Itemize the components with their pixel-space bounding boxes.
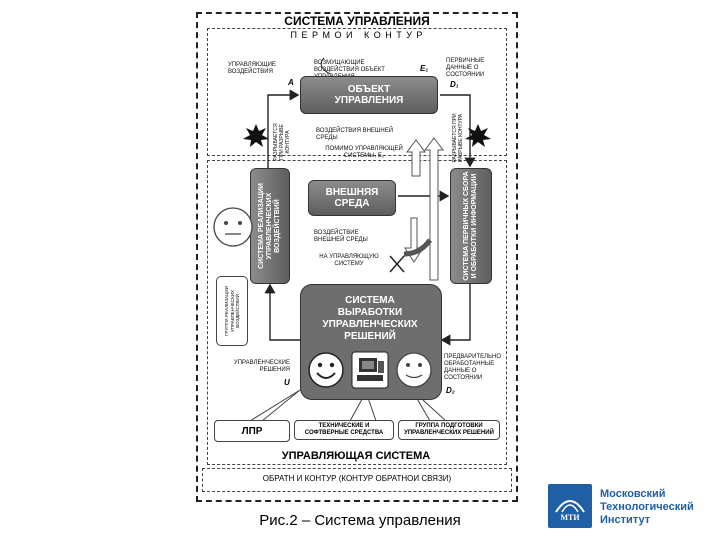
happy-smiley-icon <box>308 352 344 388</box>
arrow-env-up-2 <box>424 137 444 281</box>
break-burst-right <box>465 124 491 147</box>
symbol-e1: E₁ <box>420 64 429 73</box>
break-burst-left <box>243 124 269 147</box>
label-primary-data: ПЕРВИЧНЫЕ ДАННЫЕ О СОСТОЯНИИ <box>446 58 485 78</box>
system-title: СИСТЕМА УПРАВЛЕНИЯ <box>284 14 430 28</box>
arrow-object-to-collection <box>440 94 476 168</box>
controlling-frame <box>207 160 507 465</box>
feedback-frame <box>202 468 512 492</box>
label-broken-left-wrap: РАЗРЫВАЕТСЯ ПРИ РАЗРЫВЕ КОНТУРА <box>272 118 292 166</box>
label-mgmt-decisions: УПРАВЛЕНЧЕСКИЕ РЕШЕНИЯ <box>233 360 290 373</box>
logo-line1: Московский <box>600 488 666 500</box>
object-of-control-box: ОБЪЕКТ УПРАВЛЕНИЯ <box>300 76 438 114</box>
label-env-effects: ВОЗДЕЙСТВИЯ ВНЕШНЕЙ СРЕДЫ <box>316 128 394 141</box>
feedback-loop-title: ОБРАТН И КОНТУР (КОНТУР ОБРАТНОИ СВЯЗИ) <box>262 474 452 483</box>
label-env-impact: ВОЗДЕЙСТВИЕ ВНЕШНЕЙ СРЕДЫ <box>314 230 368 243</box>
arrow-decision-to-realization <box>264 283 300 341</box>
realization-system-box: СИСТЕМА РЕАЛИЗАЦИИ УПРАВЛЕНЧЕСКИХ ВОЗДЕЙ… <box>250 168 290 284</box>
symbol-d2: D₂ <box>446 386 455 395</box>
group-label-text: ГРУППА РЕАЛИЗАЦИИ УПРАВЛЕНЧЕСКИХ ВОЗДЕЙС… <box>223 286 240 336</box>
institute-logo: МТИ Московский Технологический Институт <box>548 484 716 532</box>
arrow-collection-to-decision <box>440 283 471 346</box>
figure-caption: Рис.2 – Система управления <box>259 512 461 529</box>
decision-system-label: СИСТЕМА ВЫРАБОТКИ УПРАВЛЕНЧЕСКИХ РЕШЕНИЙ <box>322 295 418 342</box>
logo-line2: Технологический <box>600 501 694 513</box>
arrow-env-curve <box>403 238 433 257</box>
label-broken-right-wrap: РАЗРЫВАЕТСЯ ПРИ РАЗРЫВЕ КОНТУРА <box>448 112 468 164</box>
label-broken-right: РАЗРЫВАЕТСЯ ПРИ РАЗРЫВЕ КОНТУРА <box>452 113 464 163</box>
logo-mark: МТИ <box>548 484 592 528</box>
label-preprocessed-data: ПРЕДВАРИТЕЛЬНО ОБРАБОТАННЫЕ ДАННЫЕ О СОС… <box>444 354 502 381</box>
logo-mark-text: МТИ <box>560 513 580 522</box>
label-control-actions: УПРАВЛЯЮЩИЕ ВОЗДЕЙСТВИЯ <box>228 62 276 75</box>
cross-mark-b <box>389 255 405 273</box>
symbol-u: U <box>284 378 290 387</box>
outer-frame <box>196 12 518 502</box>
tech-software-tag: ТЕХНИЧЕСКИЕ И СОФТВЕРНЫЕ СРЕДСТВА <box>294 420 394 440</box>
disturbance-curl <box>320 57 331 75</box>
controlling-system-title: УПРАВЛЯЮЩАЯ СИСТЕМА <box>281 450 431 462</box>
label-on-controlling: НА УПРАВЛЯЮЩУЮ СИСТЕМУ <box>319 254 379 267</box>
arrow-control-to-object <box>267 89 300 168</box>
callout-lpr <box>248 389 301 422</box>
lpr-tag: ЛПР <box>214 420 290 442</box>
smiley-face-icon <box>213 207 253 247</box>
arrow-env-up-1 <box>406 139 426 177</box>
direct-loop-title: П Е Р М О И К О Н Т У Р <box>290 30 424 40</box>
computer-icon <box>351 351 389 389</box>
label-by-controlling: ПОМИМО УПРАВЛЯЮЩЕЙ СИСТЕМЫ, E₂ <box>325 146 403 159</box>
group-label-box: ГРУППА РЕАЛИЗАЦИИ УПРАВЛЕНЧЕСКИХ ВОЗДЕЙС… <box>216 276 248 346</box>
symbol-a: A <box>288 78 294 87</box>
collection-system-box: СИСТЕМА ПЕРВИЧНЫХ СБОРА И ОБРАБОТКИ ИНФО… <box>450 168 492 284</box>
collection-system-label: СИСТЕМА ПЕРВИЧНЫХ СБОРА И ОБРАБОТКИ ИНФО… <box>463 171 478 281</box>
logo-line3: Институт <box>600 514 651 526</box>
prep-group-tag: ГРУППА ПОДГОТОВКИ УПРАВЛЕНЧЕСКИХ РЕШЕНИЙ <box>398 420 500 440</box>
decision-system-box: СИСТЕМА ВЫРАБОТКИ УПРАВЛЕНЧЕСКИХ РЕШЕНИЙ <box>300 284 442 400</box>
external-environment-box: ВНЕШНЯЯ СРЕДА <box>308 180 396 216</box>
label-broken-left: РАЗРЫВАЕТСЯ ПРИ РАЗРЫВЕ КОНТУРА <box>273 123 291 161</box>
realization-system-label: СИСТЕМА РЕАЛИЗАЦИИ УПРАВЛЕНЧЕСКИХ ВОЗДЕЙ… <box>258 183 281 269</box>
neutral-smiley-icon <box>396 352 432 388</box>
direct-loop-frame <box>207 28 507 156</box>
symbol-d1: D₁ <box>450 80 459 89</box>
logo-emblem-icon <box>555 500 585 513</box>
